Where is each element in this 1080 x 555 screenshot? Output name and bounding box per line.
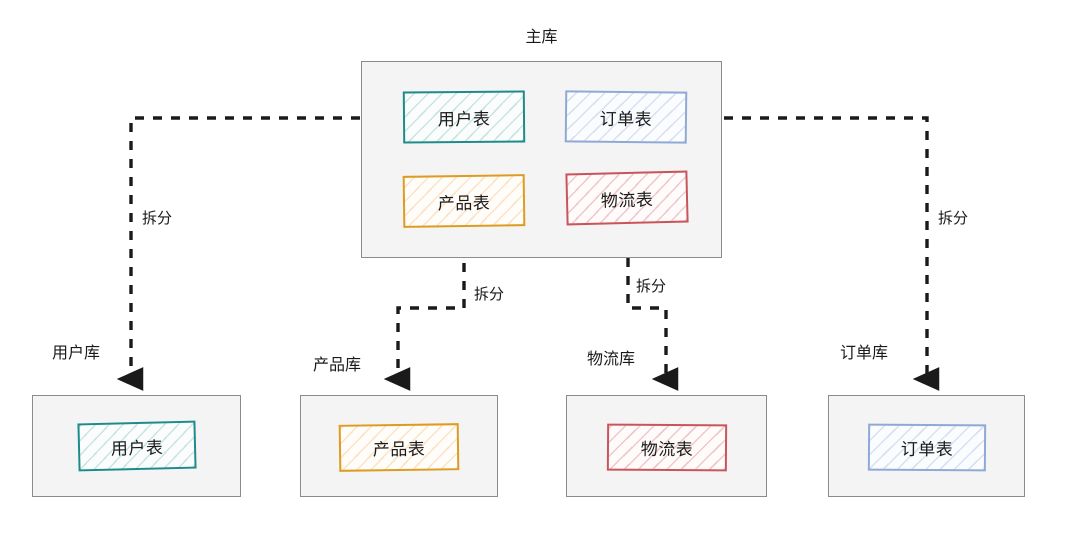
shard-table-user[interactable]: 用户表	[77, 420, 197, 472]
main-table-user[interactable]: 用户表	[402, 90, 526, 144]
shard-table-product-label: 产品表	[372, 439, 426, 460]
edge-label-product: 拆分	[472, 286, 507, 303]
edge-label-logistics: 拆分	[634, 278, 669, 295]
shard-db-caption-logistics: 物流库	[587, 351, 636, 368]
main-table-logistics[interactable]: 物流表	[565, 170, 689, 226]
shard-db-caption-product: 产品库	[313, 357, 362, 374]
edge-user-table-to-user-db	[116, 116, 396, 391]
main-table-order[interactable]: 订单表	[564, 90, 688, 144]
main-table-order-label: 订单表	[599, 109, 653, 129]
shard-table-user-label: 用户表	[110, 437, 164, 459]
main-table-product[interactable]: 产品表	[402, 174, 526, 228]
main-table-user-label: 用户表	[437, 109, 491, 129]
main-table-product-label: 产品表	[437, 193, 491, 213]
edge-label-order: 拆分	[936, 210, 971, 227]
shard-table-logistics[interactable]: 物流表	[606, 423, 728, 472]
edge-order-table-to-order-db	[688, 116, 940, 391]
shard-db-caption-order: 订单库	[840, 345, 889, 362]
shard-table-logistics-label: 物流表	[640, 439, 694, 460]
main-table-logistics-label: 物流表	[600, 189, 654, 211]
shard-table-product[interactable]: 产品表	[338, 423, 460, 472]
shard-table-order[interactable]: 订单表	[867, 423, 987, 472]
shard-db-caption-user: 用户库	[52, 345, 101, 362]
main-db-caption: 主库	[525, 29, 558, 46]
edge-label-user: 拆分	[140, 210, 175, 227]
shard-table-order-label: 订单表	[900, 439, 954, 460]
